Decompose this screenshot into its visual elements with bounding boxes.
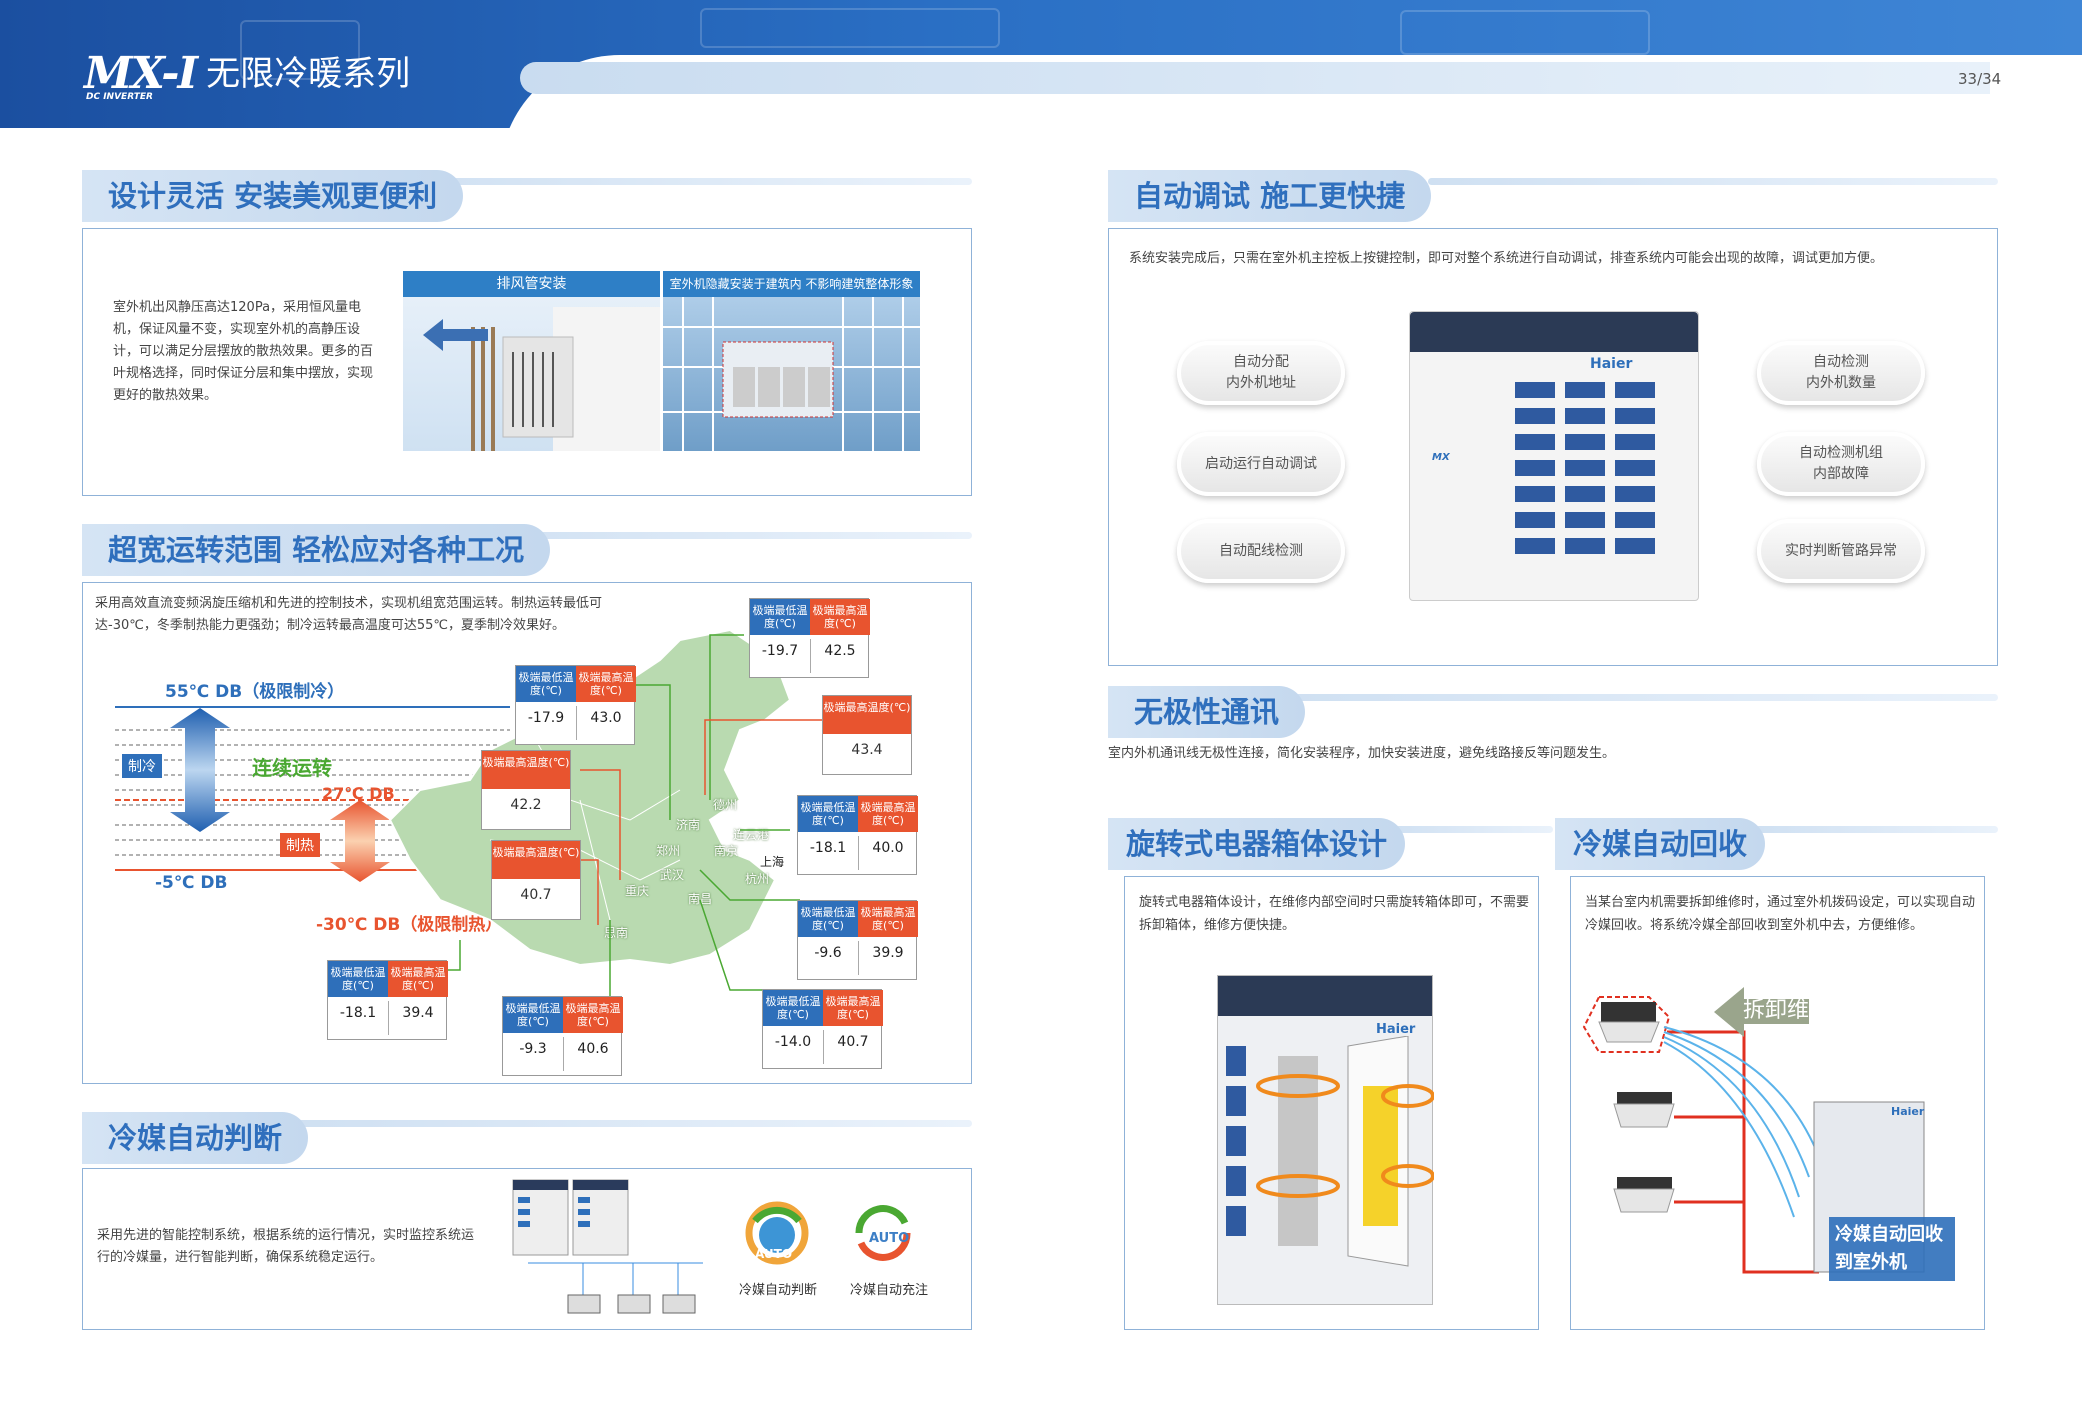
- header-band: [520, 62, 1990, 94]
- circuit-pattern: [1400, 10, 1650, 55]
- circuit-pattern: [240, 20, 360, 80]
- nonpolar-text: 室内外机通讯线无极性连接，简化安装程序，加快安装进度，避免线路接反等问题发生。: [1108, 746, 1616, 761]
- section-title-refrigerant-judge: 冷媒自动判断: [82, 1112, 972, 1164]
- design-box: 室外机出风静压高达120Pa，采用恒风量电机，保证风量不变，实现室外机的高静压设…: [82, 228, 972, 496]
- city-zhengzhou: 郑州: [656, 844, 681, 858]
- section-title-auto-debug: 自动调试 施工更快捷: [1108, 170, 1998, 222]
- cooling-tag: 制冷: [122, 754, 162, 778]
- heating-tag: 制热: [280, 833, 320, 857]
- temp-card-high: 极端最高温度(℃)42.2: [481, 750, 571, 830]
- city-chongqing: 重庆: [625, 884, 650, 898]
- exhaust-duct-label: 排风管安装: [403, 271, 660, 297]
- logo-sub: DC INVERTER: [86, 92, 153, 102]
- city-hangzhou: 杭州: [745, 872, 770, 886]
- feature-auto-address: 自动分配内外机地址: [1177, 341, 1345, 405]
- section-title-range: 超宽运转范围 轻松应对各种工况: [82, 524, 972, 576]
- hidden-install-label: 室外机隐藏安装于建筑内 不影响建筑整体形象: [663, 271, 920, 297]
- design-text: 室外机出风静压高达120Pa，采用恒风量电机，保证风量不变，实现室外机的高静压设…: [113, 300, 374, 403]
- city-nanjing: 南京: [714, 844, 739, 858]
- page-number: 33/34: [1958, 70, 2002, 88]
- section-title-rotating-box: 旋转式电器箱体设计: [1108, 818, 1553, 870]
- hidden-install-image: 室外机隐藏安装于建筑内 不影响建筑整体形象: [663, 271, 920, 451]
- recovery-label: 冷媒自动回收到室外机: [1829, 1217, 1955, 1281]
- auto-judge-icon: [745, 1201, 809, 1265]
- recovery-text: 当某台室内机需要拆卸维修时，通过室外机拨码设定，可以实现自动冷媒回收。将系统冷媒…: [1585, 895, 1976, 933]
- temp-card-high: 极端最高温度(℃)40.7: [491, 840, 581, 920]
- max-cooling-label: 55℃ DB（极限制冷）: [165, 682, 345, 702]
- brand-label: Haier: [1590, 356, 1633, 372]
- repair-label: 拆卸维修中: [1743, 998, 1854, 1023]
- low-temp-label: -5℃ DB: [155, 873, 228, 893]
- series-title: 无限冷暖系列: [206, 54, 411, 94]
- model-label: MX: [1432, 452, 1450, 463]
- city-lianyungang: 连云港: [733, 828, 770, 842]
- continuous-label: 连续运转: [252, 756, 332, 780]
- duct-illustration: [423, 307, 660, 451]
- system-schematic: [512, 1179, 703, 1314]
- auto-debug-text: 系统安装完成后，只需在室外机主控板上按键控制，即可对整个系统进行自动调试，排查系…: [1129, 251, 1884, 266]
- feature-auto-count: 自动检测内外机数量: [1757, 341, 1925, 405]
- unit-open-image: Haier: [1217, 975, 1434, 1305]
- refrigerant-judge-box: 采用先进的智能控制系统，根据系统的运行情况，实时监控系统运行的冷媒量，进行智能判…: [82, 1168, 972, 1330]
- feature-auto-run-debug: 启动运行自动调试: [1177, 432, 1345, 496]
- temp-card-high: 极端最高温度(℃)43.4: [822, 695, 912, 775]
- feature-pipe-check: 实时判断管路异常: [1757, 519, 1925, 583]
- mid-temp-label: 27℃ DB: [322, 784, 395, 803]
- brand-label: Haier: [1891, 1105, 1925, 1118]
- auto-judge-label: 冷媒自动判断: [739, 1283, 818, 1298]
- exhaust-duct-image: 排风管安装: [403, 271, 660, 451]
- city-wuhan: 武汉: [660, 868, 685, 882]
- refrigerant-judge-text: 采用先进的智能控制系统，根据系统的运行情况，实时监控系统运行的冷媒量，进行智能判…: [97, 1228, 475, 1265]
- city-shanghai: 上海: [760, 855, 785, 869]
- auto-charge-icon: [855, 1205, 911, 1261]
- section-title-design: 设计灵活 安装美观更便利: [82, 170, 972, 222]
- brand-label: Haier: [1376, 1022, 1416, 1037]
- outdoor-unit-image: Haier MX: [1409, 311, 1699, 601]
- city-jinan: 济南: [676, 818, 701, 832]
- max-heating-label: -30℃ DB（极限制热）: [316, 915, 503, 935]
- auto-charge-label: 冷媒自动充注: [850, 1283, 929, 1298]
- range-text: 采用高效直流变频涡旋压缩机和先进的控制技术，实现机组宽范围运转。制热运转最低可达…: [95, 596, 603, 633]
- city-sinan: 思南: [604, 926, 629, 940]
- page-header: [0, 0, 2082, 128]
- city-dezhou: 德州: [713, 798, 738, 812]
- auto-icon-text-2: AUTO: [869, 1231, 910, 1246]
- section-title-recovery: 冷媒自动回收: [1555, 818, 1998, 870]
- logo-text: MX-I: [84, 48, 198, 99]
- feature-auto-fault: 自动检测机组内部故障: [1757, 432, 1925, 496]
- section-title-nonpolar: 无极性通讯: [1108, 686, 1998, 738]
- auto-icon-text: AUTO: [755, 1247, 793, 1261]
- auto-debug-box: 系统安装完成后，只需在室外机主控板上按键控制，即可对整个系统进行自动调试，排查系…: [1108, 228, 1998, 666]
- rotating-text: 旋转式电器箱体设计，在维修内部空间时只需旋转箱体即可，不需要拆卸箱体，维修方便快…: [1139, 895, 1530, 933]
- feature-auto-wiring: 自动配线检测: [1177, 519, 1345, 583]
- recovery-box: 当某台室内机需要拆卸维修时，通过室外机拨码设定，可以实现自动冷媒回收。将系统冷媒…: [1570, 876, 1985, 1330]
- brand-logo: MX-I DC INVERTER 无限冷暖系列: [84, 48, 411, 103]
- rotating-box: 旋转式电器箱体设计，在维修内部空间时只需旋转箱体即可，不需要拆卸箱体，维修方便快…: [1124, 876, 1539, 1330]
- building-illustration: [663, 297, 920, 451]
- city-nanchang: 南昌: [688, 892, 713, 906]
- circuit-pattern: [700, 8, 1000, 48]
